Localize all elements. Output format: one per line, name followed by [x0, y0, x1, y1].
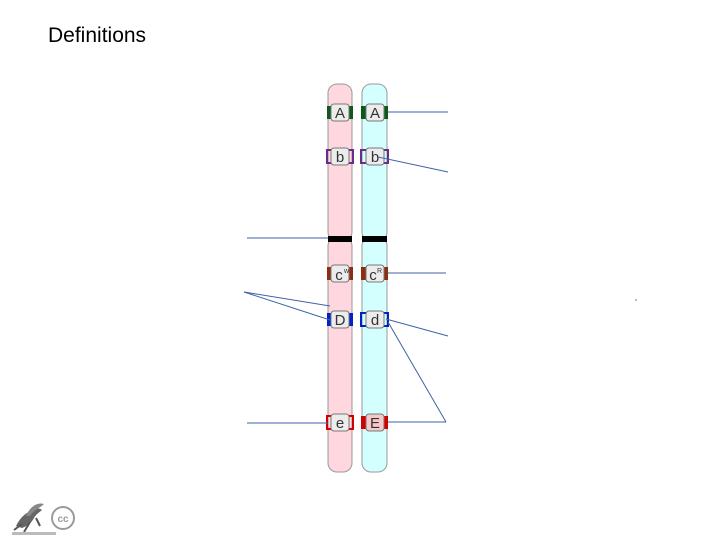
lizard-logo-icon [12, 504, 56, 536]
pointer-line-alleles-de-1 [388, 322, 446, 422]
pointer-line-homolog-lower [244, 292, 330, 320]
pointer-line-allele-d [386, 319, 448, 336]
allele-label: A [335, 105, 345, 122]
allele-label: d [371, 312, 379, 329]
allele-superscript: R [377, 268, 382, 275]
stray-dot [635, 299, 636, 300]
left-locus-D: D [327, 311, 353, 329]
left-locus-b: b [327, 148, 353, 166]
allele-label: D [335, 312, 346, 329]
pointer-line-allele-b [378, 157, 448, 172]
allele-label: b [371, 149, 379, 166]
pointer-line-homolog-upper [244, 292, 330, 306]
allele-label: E [370, 415, 380, 432]
allele-superscript: w [343, 268, 350, 275]
allele-label: c [335, 267, 343, 284]
allele-label: A [370, 105, 380, 122]
license-badge: cc [10, 496, 80, 538]
allele-label: b [336, 149, 344, 166]
svg-text:cc: cc [57, 514, 69, 525]
left-locus-E: e [327, 414, 353, 432]
creative-commons-icon: cc [52, 507, 74, 529]
left-centromere [328, 236, 352, 242]
allele-label: e [336, 415, 344, 432]
right-centromere [362, 236, 387, 242]
left-locus-A: A [327, 104, 353, 122]
